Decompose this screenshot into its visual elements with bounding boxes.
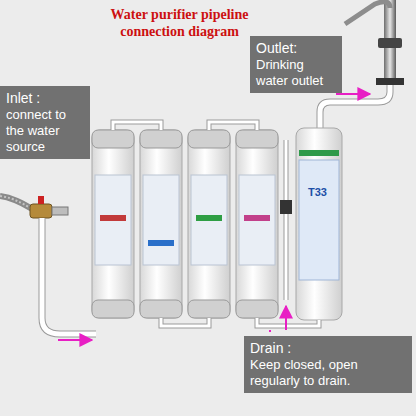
callout-box: Drain :Keep closed, open regularly to dr…: [244, 336, 412, 393]
callout-box: Outlet:Drinking water outlet: [250, 36, 342, 93]
callout-heading: Outlet:: [256, 40, 336, 57]
cartridge-label: T33: [308, 186, 327, 198]
callout-heading: Drain :: [250, 340, 406, 357]
callout-text: Keep closed, open regularly to drain.: [250, 357, 406, 389]
callout-box: Inlet :connect to the water source: [0, 86, 90, 159]
diagram-title: Water purifier pipeline connection diagr…: [92, 6, 267, 40]
callout-text: Drinking water outlet: [256, 57, 336, 89]
callout-heading: Inlet :: [6, 90, 84, 107]
callout-text: connect to the water source: [6, 107, 84, 155]
